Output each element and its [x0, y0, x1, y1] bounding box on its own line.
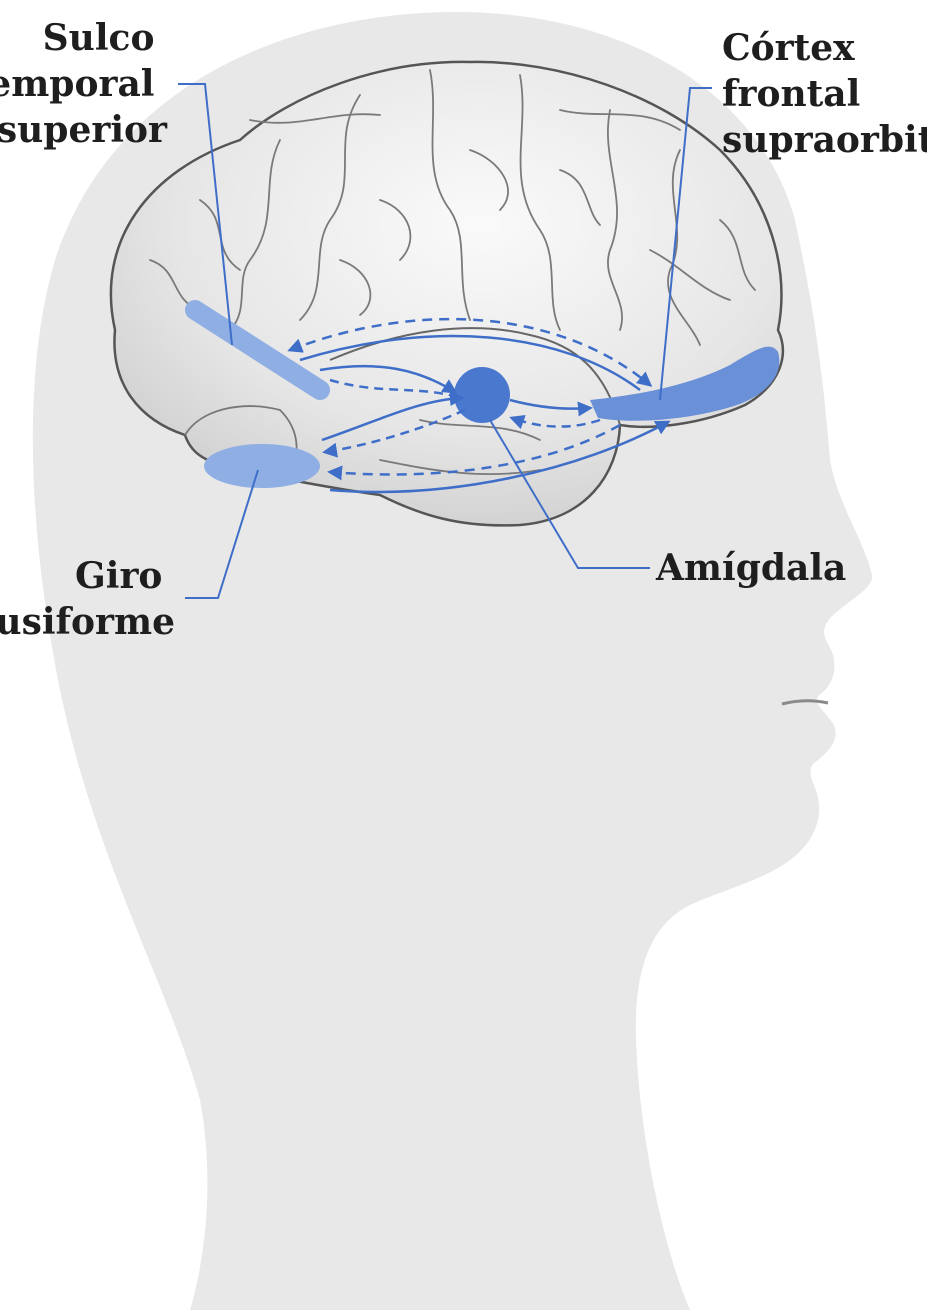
label-sulco-temporal-superior: Sulco temporal superior — [0, 17, 168, 151]
label-amigdala: Amígdala — [655, 547, 846, 589]
fusiform-gyrus-region-icon — [204, 444, 320, 488]
amygdala-node-icon — [454, 367, 510, 423]
label-cortex-frontal-supraorbital: Córtex frontal supraorbital — [722, 27, 927, 161]
